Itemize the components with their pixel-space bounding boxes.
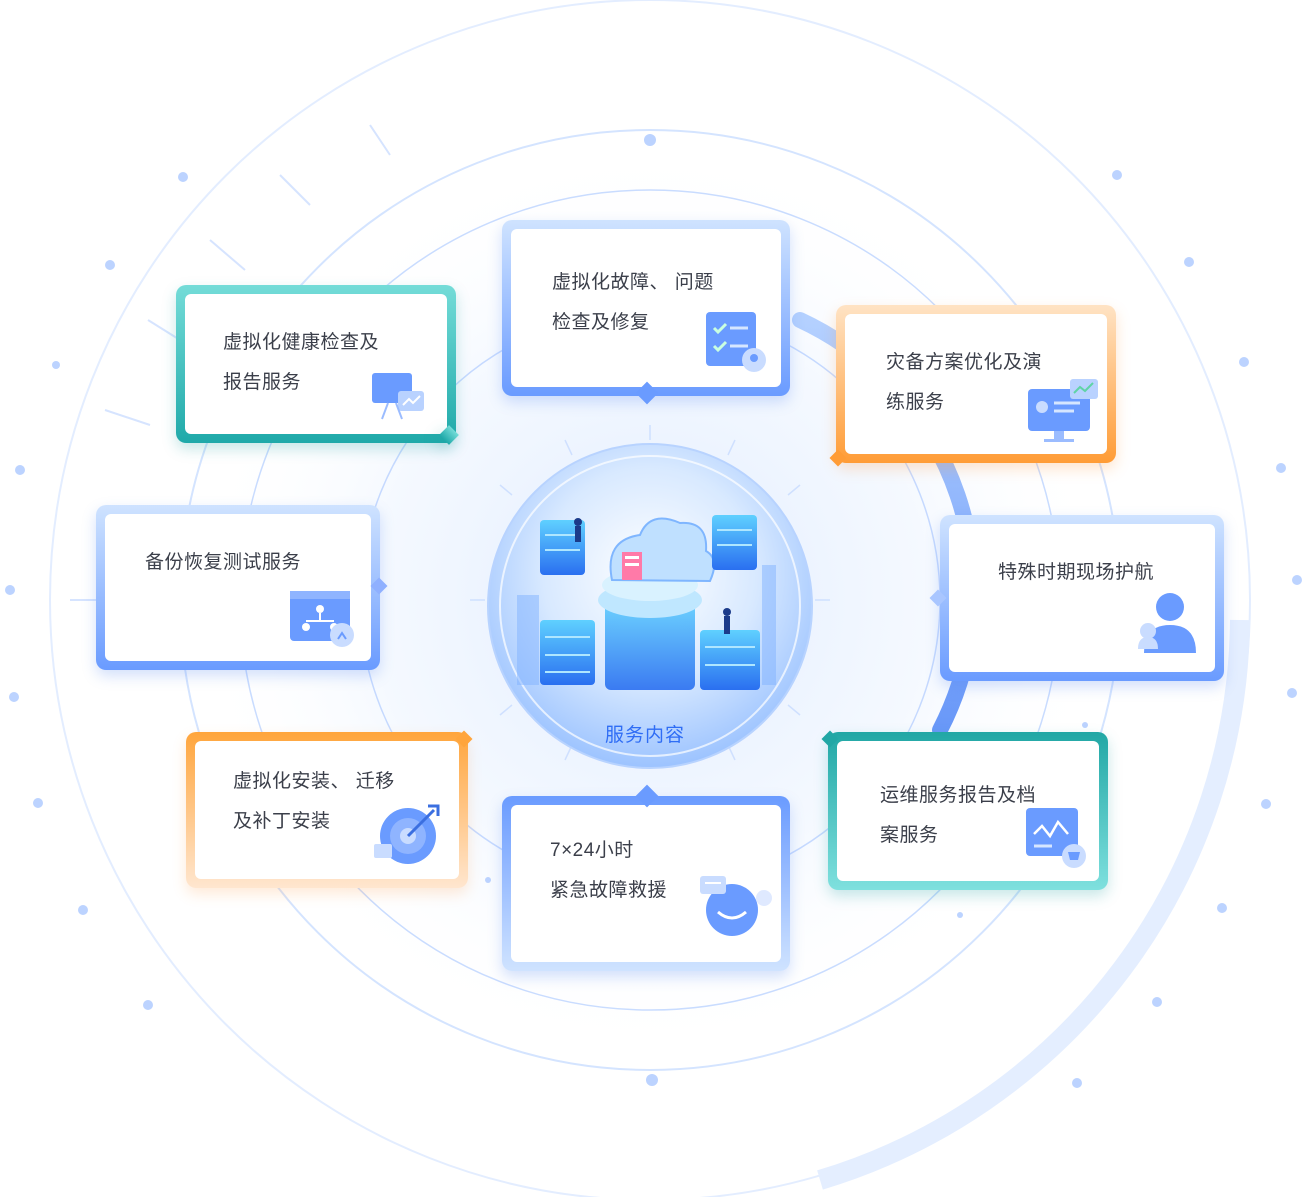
service-text: 虚拟化安装、 迁移 及补丁安装 [233,762,395,842]
checklist-clipboard-icon [706,312,766,372]
service-text: 7×24小时 紧急故障救援 [550,831,667,911]
service-card-dr-plan: 灾备方案优化及演 练服务 [836,305,1116,463]
presentation-chart-icon [372,373,424,420]
service-card-special-escort: 特殊时期现场护航 [940,515,1224,681]
service-line: 虚拟化健康检查及 [223,332,380,353]
service-text: 特殊时期现场护航 [998,553,1154,593]
service-line: 7×24小时 [550,840,634,861]
service-text: 备份恢复测试服务 [145,543,301,583]
report-monitor-icon [1026,808,1086,868]
service-card-health-check: 虚拟化健康检查及 报告服务 [176,285,456,443]
service-line: 练服务 [886,392,945,413]
service-line: 虚拟化安装、 迁移 [233,771,395,792]
service-line: 案服务 [880,825,939,846]
service-card-ops-report: 运维服务报告及档 案服务 [828,732,1108,890]
service-line: 备份恢复测试服务 [145,552,302,573]
flowchart-window-icon [290,591,354,647]
service-line: 特殊时期现场护航 [998,562,1155,583]
center-label: 服务内容 [604,725,685,746]
service-line: 检查及修复 [552,312,650,333]
service-card-backup-test: 备份恢复测试服务 [96,505,380,670]
service-line: 紧急故障救援 [550,880,668,901]
target-arrow-icon [374,804,440,864]
service-card-install-migrate: 虚拟化安装、 迁移 及补丁安装 [186,732,468,888]
monitor-dashboard-icon [1028,379,1098,442]
emergency-headset-icon [700,876,772,936]
service-line: 及补丁安装 [233,811,331,832]
service-line: 运维服务报告及档 [880,785,1037,806]
service-card-emergency: 7×24小时 紧急故障救援 [502,796,790,971]
service-line: 灾备方案优化及演 [886,352,1043,373]
service-line: 报告服务 [223,372,302,393]
service-text: 运维服务报告及档 案服务 [880,776,1036,856]
service-card-fault-repair: 虚拟化故障、 问题 检查及修复 [502,220,790,396]
service-text: 虚拟化健康检查及 报告服务 [223,323,379,403]
support-person-icon [1138,593,1196,653]
service-text: 灾备方案优化及演 练服务 [886,343,1042,423]
service-line: 虚拟化故障、 问题 [552,272,714,293]
service-text: 虚拟化故障、 问题 检查及修复 [552,263,714,343]
